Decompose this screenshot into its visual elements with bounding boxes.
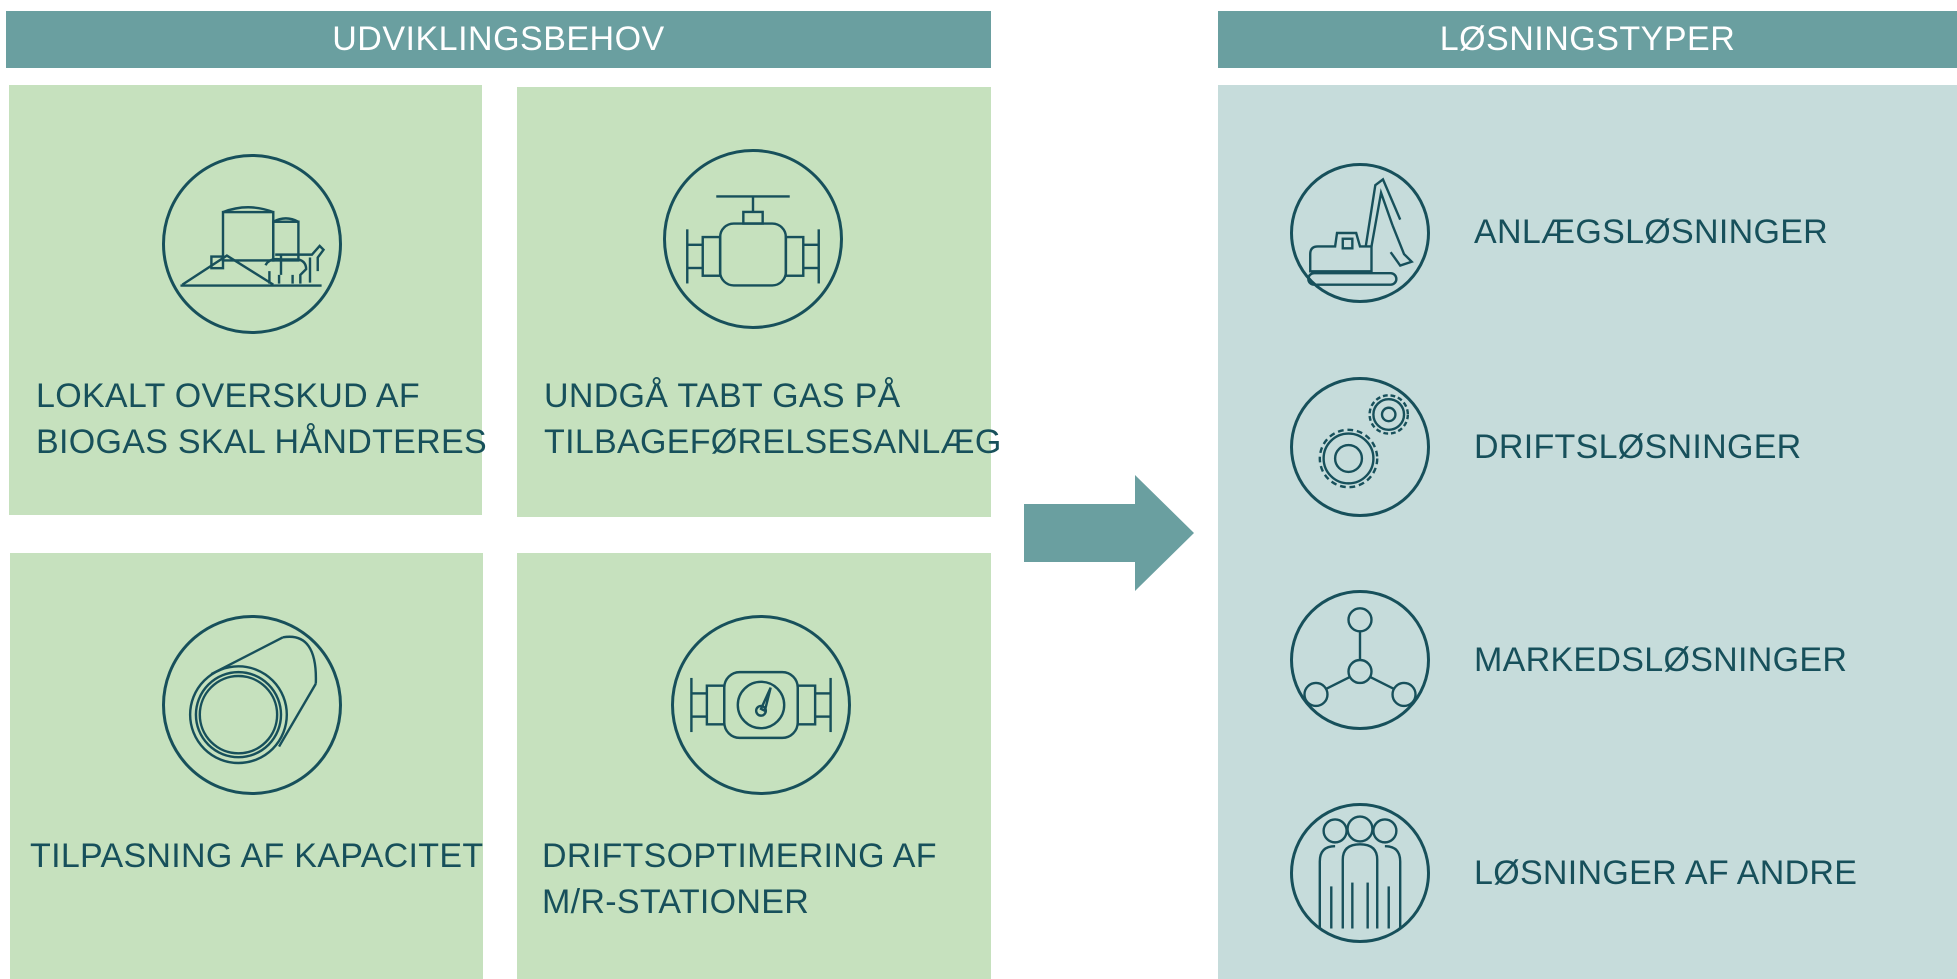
need-label-gas-loss: UNDGÅ TABT GAS PÅ TILBAGEFØRELSESANLÆG [544, 373, 1002, 465]
needs-header: UDVIKLINGSBEHOV [6, 11, 991, 68]
need-card-biogas: LOKALT OVERSKUD AF BIOGAS SKAL HÅNDTERES [9, 85, 487, 515]
people-icon [1290, 803, 1430, 943]
need-line: BIOGAS SKAL HÅNDTERES [36, 423, 487, 461]
solution-label-anlaeg: ANLÆGSLØSNINGER [1474, 213, 1829, 251]
need-label-capacity: TILPASNING AF KAPACITET [30, 833, 483, 879]
need-line: TILBAGEFØRELSESANLÆG [544, 423, 1002, 461]
solution-label-andre: LØSNINGER AF ANDRE [1474, 854, 1858, 892]
pipe-icon [162, 615, 342, 795]
need-line: DRIFTSOPTIMERING AF [542, 837, 937, 875]
valve-icon [663, 149, 843, 329]
solutions-header: LØSNINGSTYPER [1218, 11, 1957, 68]
need-card-mr-stations: DRIFTSOPTIMERING AF M/R-STATIONER [517, 553, 991, 979]
need-label-mr-stations: DRIFTSOPTIMERING AF M/R-STATIONER [542, 833, 937, 925]
gas-meter-icon [671, 615, 851, 795]
excavator-icon [1290, 163, 1430, 303]
need-card-gas-loss: UNDGÅ TABT GAS PÅ TILBAGEFØRELSESANLÆG [517, 87, 1001, 517]
need-card-capacity: TILPASNING AF KAPACITET [10, 553, 483, 979]
need-line: UNDGÅ TABT GAS PÅ [544, 377, 901, 415]
solution-label-drift: DRIFTSLØSNINGER [1474, 428, 1802, 466]
solutions-panel: ANLÆGSLØSNINGER DRIFTSLØSNINGER MARKEDSL… [1218, 85, 1957, 979]
right-arrow-icon [1024, 475, 1194, 591]
biogas-farm-icon [162, 154, 342, 334]
solution-label-marked: MARKEDSLØSNINGER [1474, 641, 1848, 679]
need-line: LOKALT OVERSKUD AF [36, 377, 420, 415]
need-line: TILPASNING AF KAPACITET [30, 837, 484, 875]
need-label-biogas: LOKALT OVERSKUD AF BIOGAS SKAL HÅNDTERES [36, 373, 487, 465]
network-icon [1290, 590, 1430, 730]
gears-icon [1290, 377, 1430, 517]
need-line: M/R-STATIONER [542, 883, 810, 921]
